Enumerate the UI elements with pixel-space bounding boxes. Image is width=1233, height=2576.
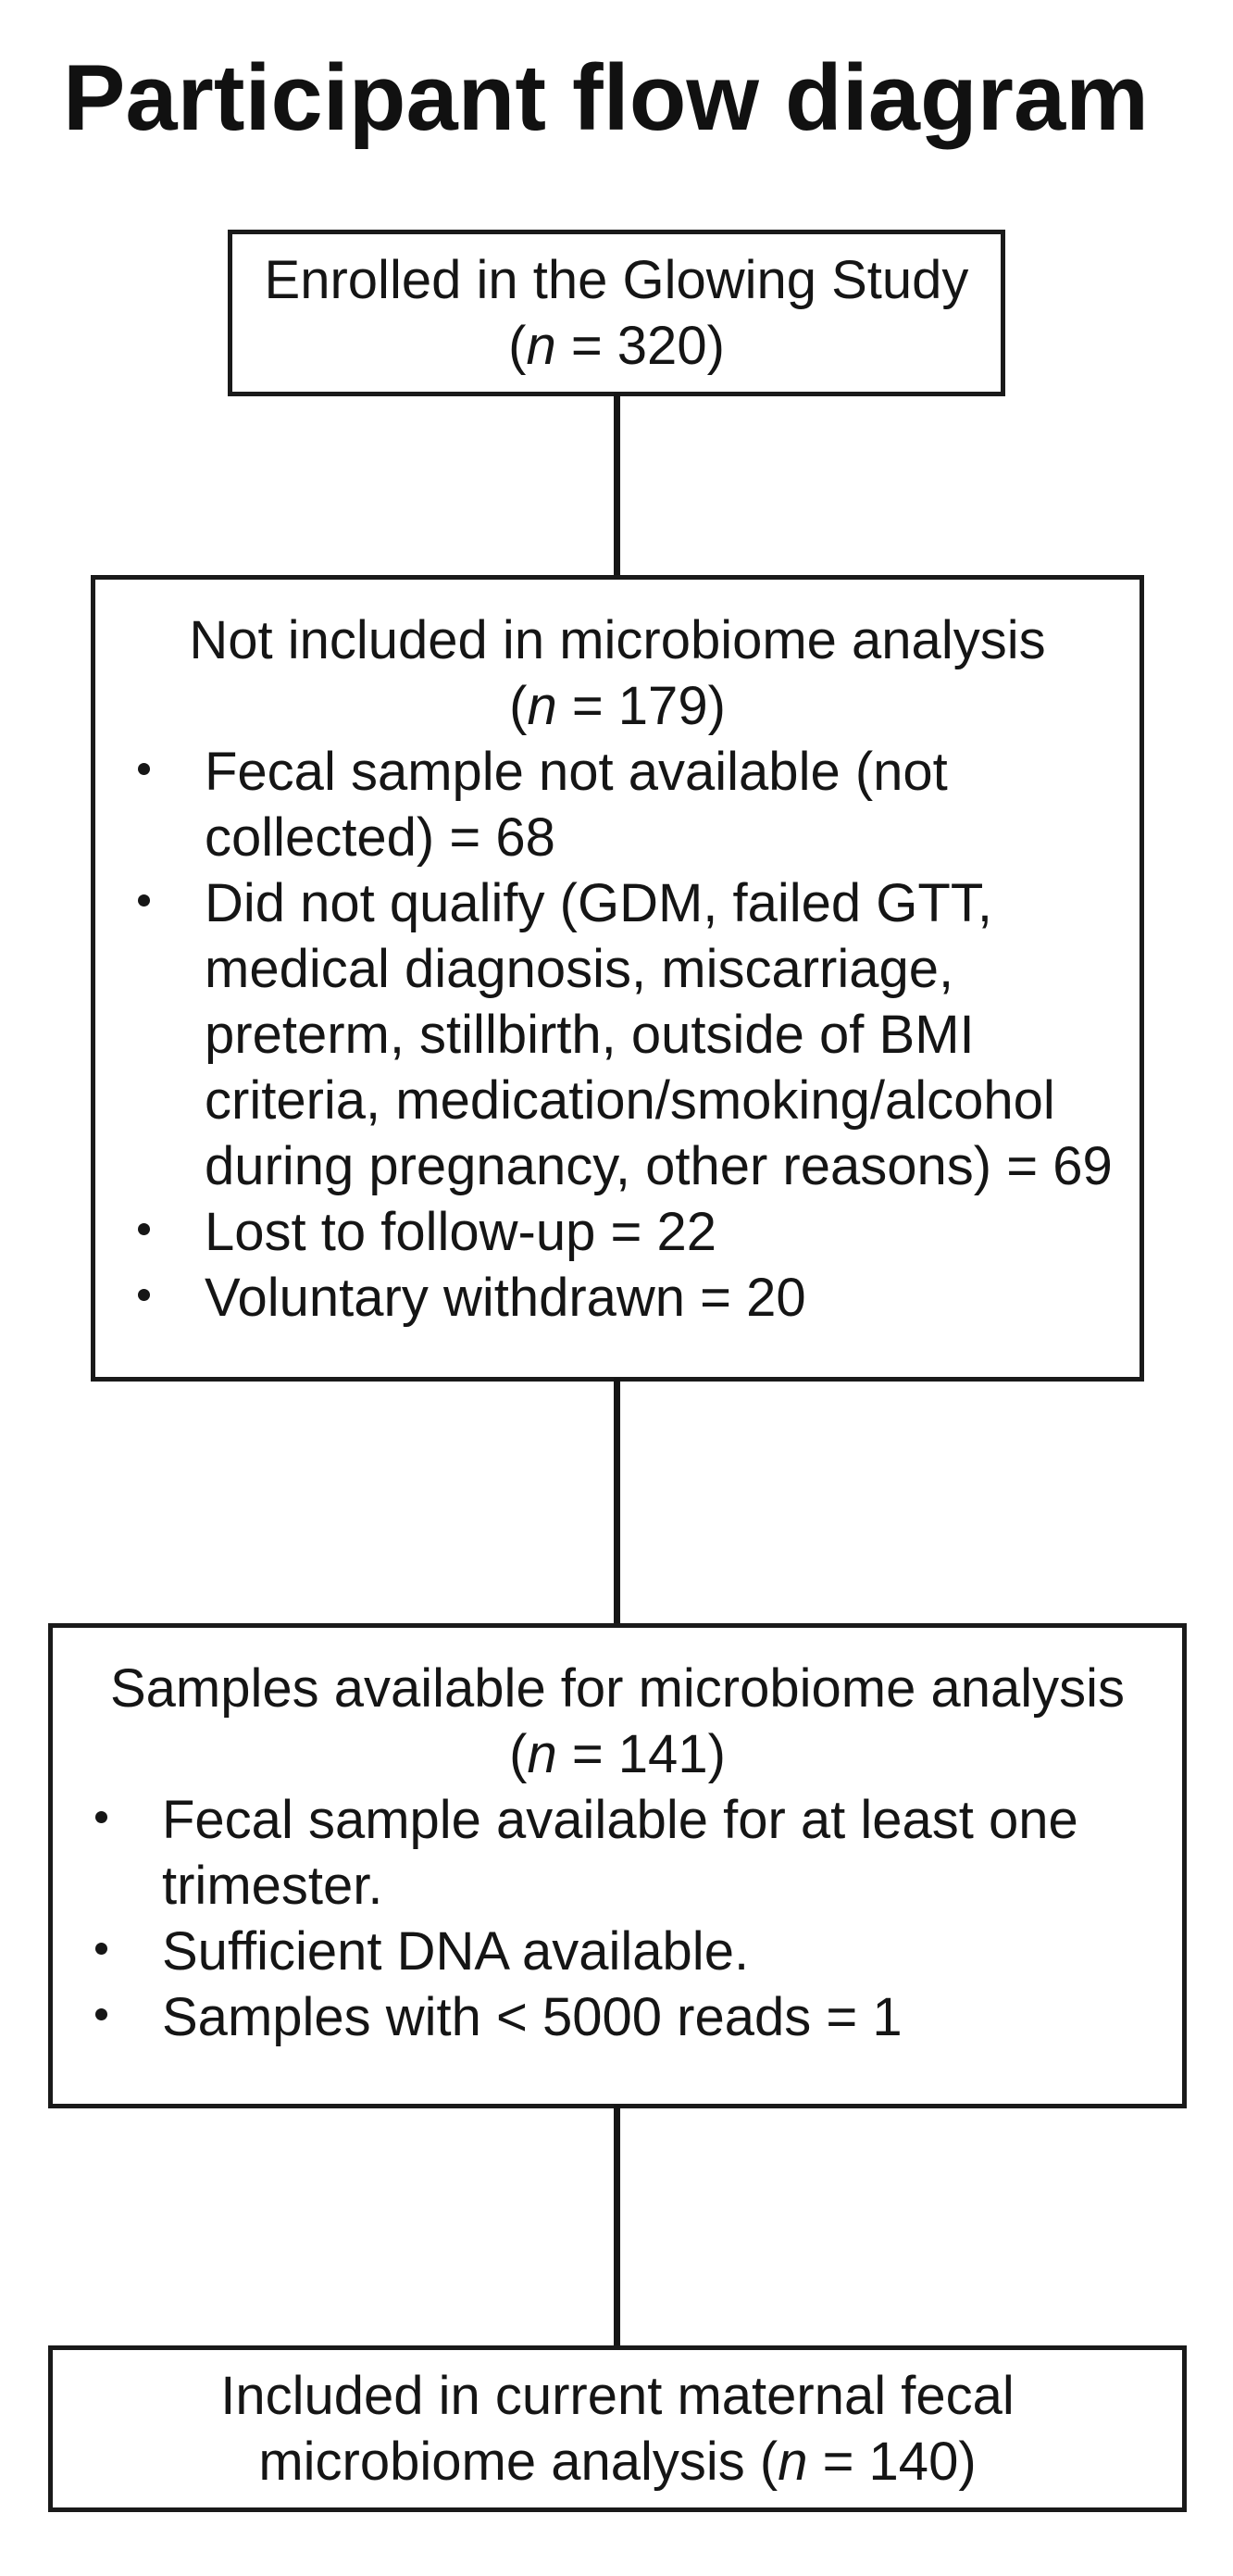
n-symbol: n [527,676,557,736]
flow-box-included: Included in current maternal fecal micro… [48,2345,1187,2512]
included-line-2: microbiome analysis (n = 140) [258,2432,977,2492]
connector-line-3 [614,2105,620,2349]
inclusion-criteria-item: Sufficient DNA available. [95,1919,1171,1984]
samples-available-header: Samples available for microbiome analysi… [53,1656,1182,1787]
connector-line-1 [614,393,620,579]
not-included-header: Not included in microbiome analysis (n =… [95,607,1140,739]
connector-line-2 [614,1378,620,1627]
exclusion-reason-list: Fecal sample not available (not collecte… [95,739,1140,1331]
samples-available-count: (n = 141) [509,1724,726,1784]
n-symbol: n [778,2432,808,2492]
inclusion-criteria-item: Fecal sample available for at least one … [95,1787,1171,1919]
n-symbol: n [527,1724,557,1784]
flow-box-not-included: Not included in microbiome analysis (n =… [91,575,1144,1382]
enrolled-header: Enrolled in the Glowing Study [264,250,969,310]
included-line-1: Included in current maternal fecal [220,2366,1015,2426]
not-included-count: (n = 179) [509,676,726,736]
inclusion-criteria-list: Fecal sample available for at least one … [53,1787,1182,2050]
exclusion-reason-item: Voluntary withdrawn = 20 [138,1265,1128,1331]
inclusion-criteria-item: Samples with < 5000 reads = 1 [95,1984,1171,2050]
n-symbol: n [526,316,556,376]
flow-box-samples-available: Samples available for microbiome analysi… [48,1623,1187,2108]
diagram-title: Participant flow diagram [63,46,1149,150]
exclusion-reason-item: Lost to follow-up = 22 [138,1199,1128,1265]
enrolled-count: (n = 320) [508,316,725,376]
flow-box-enrolled: Enrolled in the Glowing Study (n = 320) [228,230,1005,396]
exclusion-reason-item: Did not qualify (GDM, failed GTT, medica… [138,870,1128,1199]
exclusion-reason-item: Fecal sample not available (not collecte… [138,739,1128,870]
